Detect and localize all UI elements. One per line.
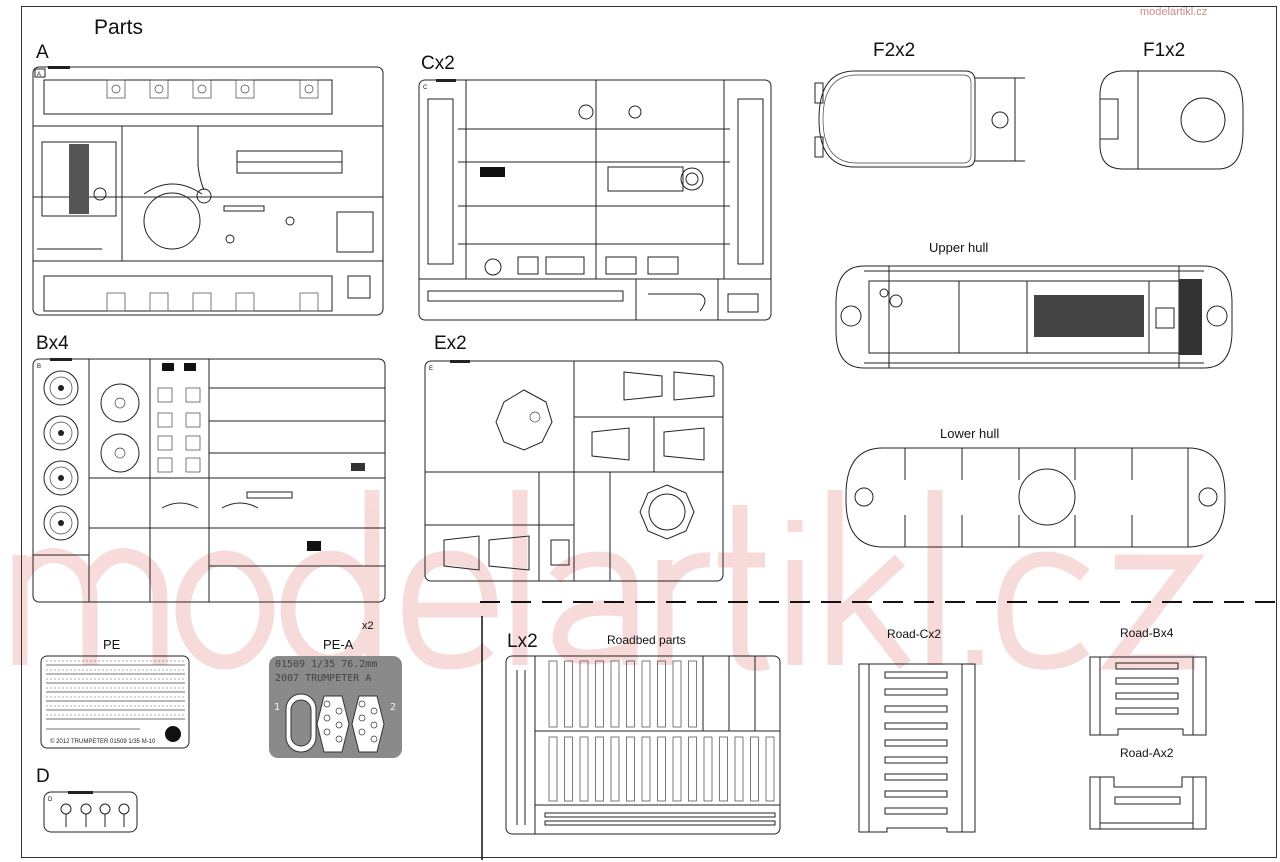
road-c-slat (884, 705, 948, 713)
roadbed-tie (765, 736, 775, 802)
roadbed-tie (579, 660, 589, 728)
sprue-f2-drawing (814, 70, 1025, 168)
pe-a-mark-2: 2 (390, 702, 397, 713)
roadbed-tie (595, 660, 604, 728)
sprue-tag-c: C (423, 85, 428, 91)
roadbed-parts-label: Roadbed parts (607, 633, 686, 647)
sprue-label-a: A (36, 42, 49, 63)
road-c-slat (884, 688, 948, 696)
roadbed-tie (641, 660, 651, 728)
roadbed-tie (672, 736, 682, 802)
pe-fret-caption: © 2012 TRUMPETER 01509 1/35 M-10 (50, 739, 156, 745)
sprue-label-c: Cx2 (421, 53, 455, 74)
road-b-slats (1115, 662, 1179, 715)
lower-hull-drawing (845, 447, 1226, 548)
sprue-label-e: Ex2 (434, 333, 467, 354)
sprue-tag-e: E (429, 366, 433, 372)
sprue-label-b: Bx4 (36, 333, 69, 354)
roadbed-tie (626, 660, 635, 728)
page-title: Parts (94, 16, 144, 39)
sprue-tag-b: B (37, 364, 41, 370)
roadbed-tie (548, 660, 558, 728)
road-b-label: Road-Bx4 (1120, 626, 1174, 640)
sprue-label-f1: F1x2 (1143, 40, 1186, 61)
sprue-b-drawing: B (32, 358, 386, 603)
page-frame (21, 6, 1277, 858)
roadbed-tie (564, 736, 573, 802)
sprue-tag-d: D (48, 797, 53, 803)
sprue-f1-drawing (1099, 70, 1244, 170)
upper-hull-label: Upper hull (929, 240, 989, 255)
roadbed-tie (750, 736, 759, 802)
roadbed-tie (672, 660, 682, 728)
sprue-e-drawing: E (424, 360, 724, 582)
pe-fret-pattern (46, 660, 185, 716)
roadbed-tie (610, 660, 620, 728)
sprue-d-drawing: D (43, 791, 138, 833)
roadbed-tie (595, 736, 604, 802)
road-a-drawing (1089, 776, 1207, 830)
road-c-slat (884, 773, 948, 781)
pe-a-fret: 01509 1/35 76.2mm 2007 TRUMPETER A 1 2 (269, 656, 402, 758)
road-c-slat (884, 807, 948, 815)
road-c-slat (884, 722, 948, 730)
roadbed-tie (564, 660, 573, 728)
sprue-tag-a: A (37, 72, 41, 78)
road-c-slat (884, 739, 948, 747)
roadbed-tie (703, 736, 713, 802)
sprue-label-l: Lx2 (507, 631, 538, 652)
roadbed-tie (579, 736, 589, 802)
road-c-slat (884, 790, 948, 798)
road-b-slat (1115, 662, 1179, 670)
roadbed-tie (734, 736, 744, 802)
sprue-c-drawing: C (418, 79, 772, 321)
pe-fret-drawing (40, 655, 190, 749)
upper-hull-drawing (835, 265, 1233, 369)
roadbed-tie (688, 736, 697, 802)
sprue-a-drawing: A (32, 66, 384, 316)
roadbed-ties (548, 660, 775, 802)
sprue-label-d: D (36, 766, 50, 787)
roadbed-tie (626, 736, 635, 802)
road-b-slat (1115, 692, 1179, 700)
pe-a-line2: 2007 TRUMPETER A (275, 673, 372, 684)
road-b-slat (1115, 707, 1179, 715)
roadbed-tie (610, 736, 620, 802)
road-c-slats (884, 671, 948, 815)
road-c-drawing (858, 663, 976, 833)
road-c-slat (884, 671, 948, 679)
pe-a-parts (285, 693, 385, 753)
road-b-slat (1115, 677, 1179, 685)
roadbed-tie (548, 736, 558, 802)
sprue-label-f2: F2x2 (873, 40, 916, 61)
road-c-slat (884, 756, 948, 764)
roadbed-tie (688, 660, 697, 728)
roadbed-tie (657, 736, 666, 802)
road-b-drawing (1089, 656, 1207, 736)
roadbed-tie (719, 736, 728, 802)
pe-fret-rows (46, 664, 185, 730)
watermark: modelartikl.cz (1140, 6, 1208, 18)
sprue-l-drawing (505, 655, 781, 835)
pe-a-multiplier: x2 (362, 620, 374, 632)
road-a-label: Road-Ax2 (1120, 746, 1174, 760)
road-c-label: Road-Cx2 (887, 627, 942, 641)
pe-a-mark-1: 1 (274, 702, 281, 713)
roadbed-tie (641, 736, 651, 802)
roadbed-tie (657, 660, 666, 728)
sprue-label-pe-a: PE-A (323, 637, 354, 652)
lower-hull-label: Lower hull (940, 426, 1000, 441)
sprue-label-pe: PE (103, 637, 121, 652)
